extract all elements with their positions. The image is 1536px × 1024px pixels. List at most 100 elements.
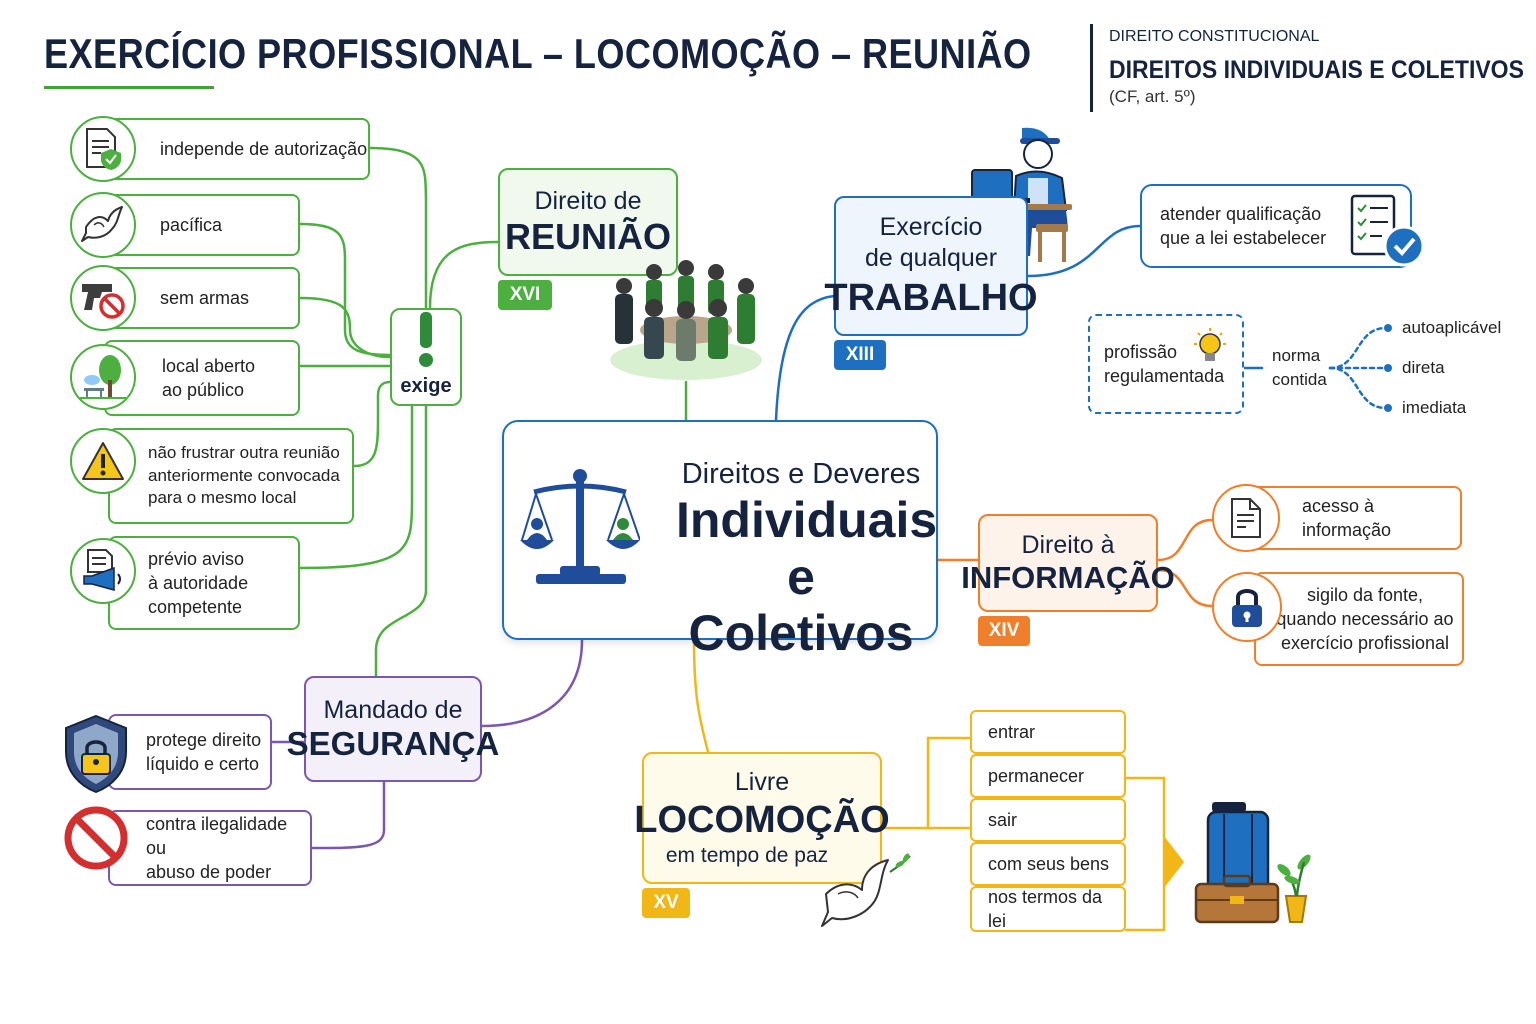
document-icon: [1212, 484, 1280, 552]
seguranca-label-line1: Mandado de: [323, 695, 463, 724]
leaf-text-line1: prévio aviso: [148, 548, 245, 569]
trabalho-badge: XIII: [834, 340, 886, 370]
trabalho-label-line1: Exercício: [879, 212, 983, 241]
park-tree-icon: [70, 344, 136, 410]
norma-bullet-2: direta: [1402, 358, 1445, 377]
leaf-text-line1: protege direito: [146, 729, 262, 750]
leaf-text-line2: anteriormente convocada: [148, 465, 340, 485]
leaf-text-line2: que a lei estabelecer: [1160, 228, 1327, 248]
informacao-badge: XIV: [978, 616, 1030, 646]
reuniao-node[interactable]: Direito de REUNIÃO: [498, 168, 678, 276]
group-meeting-icon: [606, 258, 766, 387]
leaf-text-line1: atender qualificação: [1160, 203, 1322, 224]
leaf-pacifica[interactable]: pacífica: [104, 194, 300, 256]
profissao-regulamentada-box[interactable]: profissão regulamentada: [1088, 314, 1244, 414]
locomocao-label-line3: em tempo de paz: [665, 844, 829, 867]
norma-line1: norma: [1272, 346, 1321, 365]
trabalho-node[interactable]: Exercício de qualquer TRABALHO: [824, 196, 1038, 336]
prohibited-icon: [64, 806, 128, 875]
exige-label: exige: [400, 375, 452, 397]
leaf-text: permanecer: [988, 765, 1085, 786]
leaf-entrar[interactable]: entrar: [970, 710, 1126, 754]
norma-bullet-1: autoaplicável: [1402, 318, 1502, 337]
leaf-nao-frustrar[interactable]: não frustrar outra reunião anteriormente…: [108, 428, 354, 524]
leaf-permanecer[interactable]: permanecer: [970, 754, 1126, 798]
leaf-text: acesso à informação: [1302, 495, 1392, 540]
seguranca-node[interactable]: Mandado de SEGURANÇA: [287, 676, 499, 782]
trabalho-label-line2: de qualquer: [864, 243, 998, 272]
exige-hub[interactable]: exige: [390, 308, 462, 406]
norma-contida-label: norma contida: [1272, 344, 1327, 392]
subject-reference: (CF, art. 5º): [1109, 87, 1196, 106]
informacao-label-line2: INFORMAÇÃO: [961, 559, 1175, 595]
seguranca-label-line2: SEGURANÇA: [286, 724, 500, 762]
no-gun-icon: [70, 265, 136, 331]
leaf-sigilo-fonte[interactable]: sigilo da fonte, quando necessário ao ex…: [1254, 572, 1464, 666]
warning-icon: [70, 428, 136, 494]
center-title-line3: e Coletivos: [688, 549, 914, 661]
subject-topic: DIREITOS INDIVIDUAIS E COLETIVOS: [1109, 56, 1524, 84]
padlock-icon: [1212, 572, 1282, 642]
leaf-text: sem armas: [160, 287, 250, 308]
reuniao-label-line2: REUNIÃO: [504, 215, 671, 257]
profissao-line1: profissão: [1104, 341, 1178, 362]
leaf-text-line1: sigilo da fonte,: [1306, 584, 1424, 605]
leaf-text-line2: à autoridade: [148, 572, 249, 593]
checklist-icon: [1348, 194, 1428, 273]
leaf-sem-armas[interactable]: sem armas: [104, 267, 300, 329]
informacao-label-line1: Direito à: [1021, 530, 1115, 559]
document-shield-icon: [70, 116, 136, 182]
subject-header: DIREITO CONSTITUCIONAL DIREITOS INDIVIDU…: [1090, 24, 1524, 112]
title-underline: [44, 86, 214, 89]
page-title: EXERCÍCIO PROFISSIONAL – LOCOMOÇÃO – REU…: [44, 30, 1032, 77]
scales-of-justice-icon: [520, 462, 641, 597]
leaf-text: independe de autorização: [160, 138, 368, 159]
leaf-com-seus-bens[interactable]: com seus bens: [970, 842, 1126, 886]
dove-icon: [70, 192, 136, 258]
leaf-previo-aviso[interactable]: prévio aviso à autoridade competente: [108, 536, 300, 630]
megaphone-document-icon: [70, 538, 136, 604]
locomocao-node[interactable]: Livre LOCOMOÇÃO em tempo de paz: [634, 752, 890, 884]
leaf-text: com seus bens: [988, 853, 1110, 874]
reuniao-badge: XVI: [498, 280, 552, 310]
exclamation-icon: [415, 312, 437, 373]
leaf-text: sair: [988, 809, 1018, 830]
leaf-sair[interactable]: sair: [970, 798, 1126, 842]
reuniao-label-line1: Direito de: [534, 186, 642, 215]
leaf-text-line3: para o mesmo local: [148, 488, 297, 508]
luggage-icon: [1194, 800, 1314, 933]
leaf-text-line1: local aberto: [162, 355, 256, 376]
norma-line2: contida: [1272, 369, 1327, 389]
leaf-text-line2: ao público: [162, 380, 245, 400]
leaf-text: pacífica: [160, 214, 223, 235]
leaf-text-line3: exercício profissional: [1280, 633, 1450, 654]
leaf-text-line2: líquido e certo: [146, 754, 260, 774]
leaf-acesso-informacao[interactable]: acesso à informação: [1246, 486, 1462, 550]
informacao-node[interactable]: Direito à INFORMAÇÃO: [961, 514, 1175, 612]
center-title-line1: Direitos e Deveres: [681, 458, 921, 490]
leaf-nos-termos-da-lei[interactable]: nos termos da lei: [970, 886, 1126, 932]
leaf-independe-autorizacao[interactable]: independe de autorização: [104, 118, 370, 180]
trabalho-label-line3: TRABALHO: [824, 276, 1038, 319]
leaf-text-line1: não frustrar outra reunião: [148, 442, 340, 462]
center-node[interactable]: Direitos e Deveres Individuais e Coletiv…: [502, 420, 938, 661]
leaf-local-aberto[interactable]: local aberto ao público: [104, 340, 300, 416]
shield-lock-icon: [62, 714, 130, 799]
leaf-text: nos termos da lei: [988, 886, 1103, 931]
norma-bullet-3: imediata: [1402, 398, 1467, 417]
leaf-text-line3: competente: [148, 597, 243, 618]
leaf-protege-direito[interactable]: protege direito líquido e certo: [108, 714, 272, 790]
leaf-contra-ilegalidade[interactable]: contra ilegalidade ou abuso de poder: [108, 810, 312, 886]
center-title-line2: Individuais: [676, 492, 938, 548]
leaf-text-line2: abuso de poder: [146, 862, 272, 883]
locomocao-label-line1: Livre: [734, 768, 790, 796]
profissao-line2: regulamentada: [1104, 366, 1225, 386]
dove-olive-icon: [818, 852, 914, 941]
locomocao-label-line2: LOCOMOÇÃO: [634, 799, 890, 841]
leaf-text: entrar: [988, 721, 1036, 742]
leaf-text-line2: quando necessário ao: [1276, 608, 1454, 629]
subject-discipline: DIREITO CONSTITUCIONAL: [1109, 28, 1320, 45]
lightbulb-icon: [1188, 326, 1232, 375]
locomocao-badge: XV: [642, 888, 690, 918]
